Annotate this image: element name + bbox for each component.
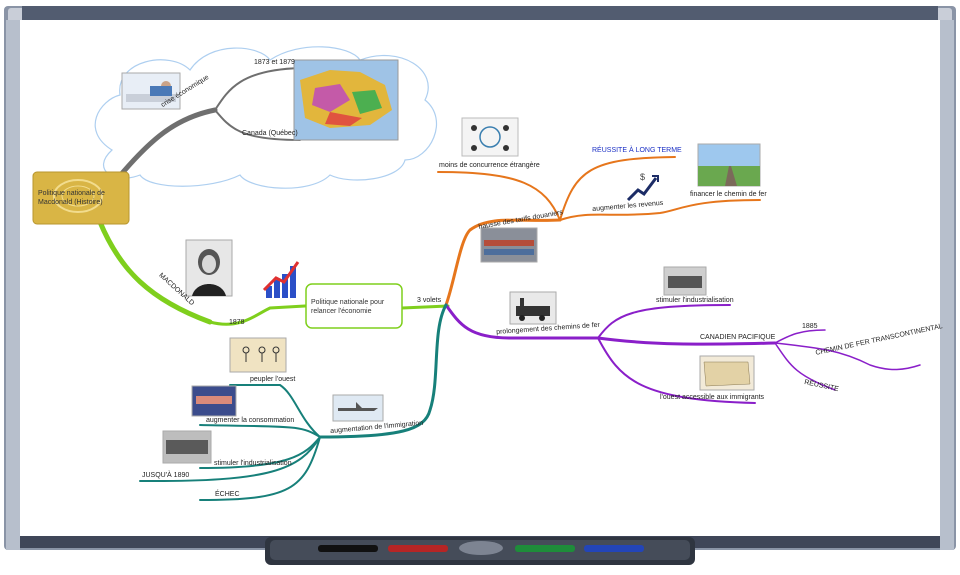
label-stimuler-industrialisation-1: stimuler l'industrialisation [656, 297, 734, 304]
root-node-label: Politique nationale de Macdonald (Histoi… [38, 190, 105, 206]
handshake-globe-image [461, 117, 519, 157]
center-node[interactable] [305, 283, 403, 329]
stick-figures-image [229, 337, 287, 373]
label-1873: 1873 et 1879 [254, 59, 295, 66]
steam-locomotive-image [509, 291, 557, 325]
label-financer-chemin: financer le chemin de fer [690, 191, 767, 198]
label-augmenter-consommation: augmenter la consommation [206, 417, 295, 424]
western-map-image [699, 355, 755, 391]
red-pen[interactable] [388, 545, 448, 552]
black-pen[interactable] [318, 545, 378, 552]
label-canadien-pacifique: CANADIEN PACIFIQUE [700, 334, 776, 341]
label-canada-quebec: Canada (Québec) [242, 130, 298, 137]
label-concurrence: moins de concurrence étrangère [439, 162, 540, 169]
branch-chemins [444, 303, 921, 404]
airplane-image [332, 394, 384, 422]
label-1885: 1885 [802, 323, 818, 330]
label-stimuler-industrialisation-2: stimuler l'industrialisation [214, 460, 292, 467]
branch-tarifs [437, 156, 761, 307]
factory-workers-image [663, 266, 707, 296]
blue-pen[interactable] [584, 545, 644, 552]
center-node-label: Politique nationale pour relancer l'écon… [311, 299, 385, 315]
whiteboard-tray[interactable] [265, 537, 695, 565]
label-1878: 1878 [229, 319, 245, 326]
crowd-image [191, 385, 237, 417]
svg-text:$: $ [640, 172, 645, 182]
workers-image [162, 430, 212, 464]
green-pen[interactable] [515, 545, 575, 552]
canada-map-image [293, 59, 399, 141]
cloud-boundary [94, 46, 437, 189]
train-yard-image [480, 227, 538, 263]
root-node[interactable] [32, 171, 130, 225]
sleeping-man-image [121, 72, 181, 110]
rising-bar-chart-icon [262, 261, 300, 298]
label-3-volets: 3 volets [417, 297, 442, 304]
branch-macdonald [97, 219, 450, 326]
board-right-bar [940, 20, 954, 550]
branch-immigration [139, 303, 448, 501]
dollar-growth-icon: $ [626, 172, 659, 202]
label-jusqua-1890: JUSQU'À 1890 [142, 472, 190, 479]
railway-landscape-image [697, 143, 761, 187]
label-reussite-long-terme: RÉUSSITE À LONG TERME [592, 147, 682, 154]
label-echec: ÉCHEC [215, 491, 240, 498]
branch-crise [115, 67, 301, 181]
eraser[interactable] [459, 541, 503, 555]
board-left-bar [6, 20, 20, 550]
label-ouest-accessible: l'ouest accessible aux immigrants [660, 394, 765, 401]
board-top-bar [22, 6, 938, 20]
macdonald-portrait-image [185, 239, 233, 297]
label-peupler-ouest: peupler l'ouest [250, 376, 296, 383]
